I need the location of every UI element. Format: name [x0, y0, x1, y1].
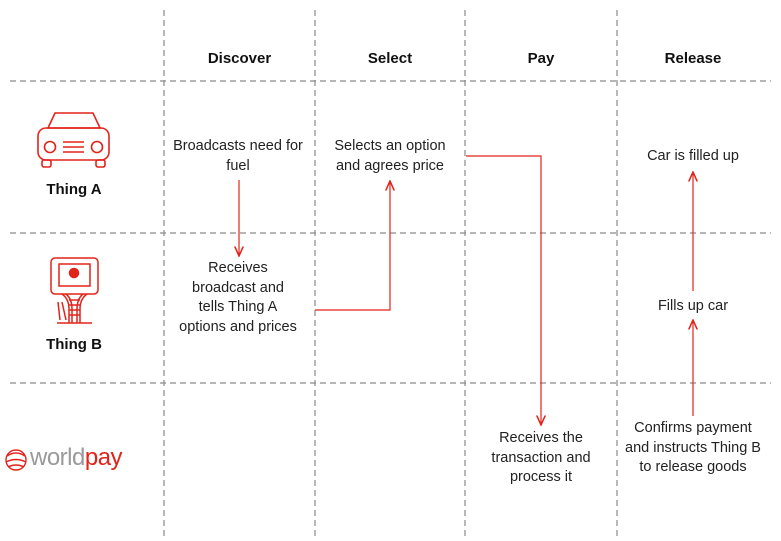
step-select-option: Selects an option and agrees price [334, 138, 446, 174]
step-receives-broadcast: Receives broadcast and tells Thing A opt… [179, 260, 297, 335]
worldpay-logo: worldpay [30, 444, 123, 472]
row-label-thing-b: Thing B [46, 336, 102, 353]
brand-text-pay: pay [84, 444, 123, 471]
brand-text-world: world [30, 444, 85, 471]
arrow-select-to-pay [466, 155, 541, 425]
step-fills-up: Fills up car [657, 298, 729, 314]
fuel-pump-icon [50, 257, 99, 324]
column-header-release: Release [664, 50, 722, 67]
column-header-pay: Pay [527, 50, 555, 67]
car-icon [37, 112, 110, 168]
step-car-filled: Car is filled up [647, 148, 739, 164]
column-header-discover: Discover [207, 50, 272, 67]
worldpay-logo-mark [5, 449, 27, 471]
step-broadcast: Broadcasts need for fuel [173, 138, 303, 174]
arrow-receive-to-select [315, 181, 390, 311]
step-confirms-payment: Confirms payment and instructs Thing B t… [625, 420, 761, 475]
row-label-thing-a: Thing A [46, 181, 102, 198]
column-header-select: Select [367, 50, 413, 67]
step-receives-transaction: Receives the transaction and process it [491, 430, 591, 485]
